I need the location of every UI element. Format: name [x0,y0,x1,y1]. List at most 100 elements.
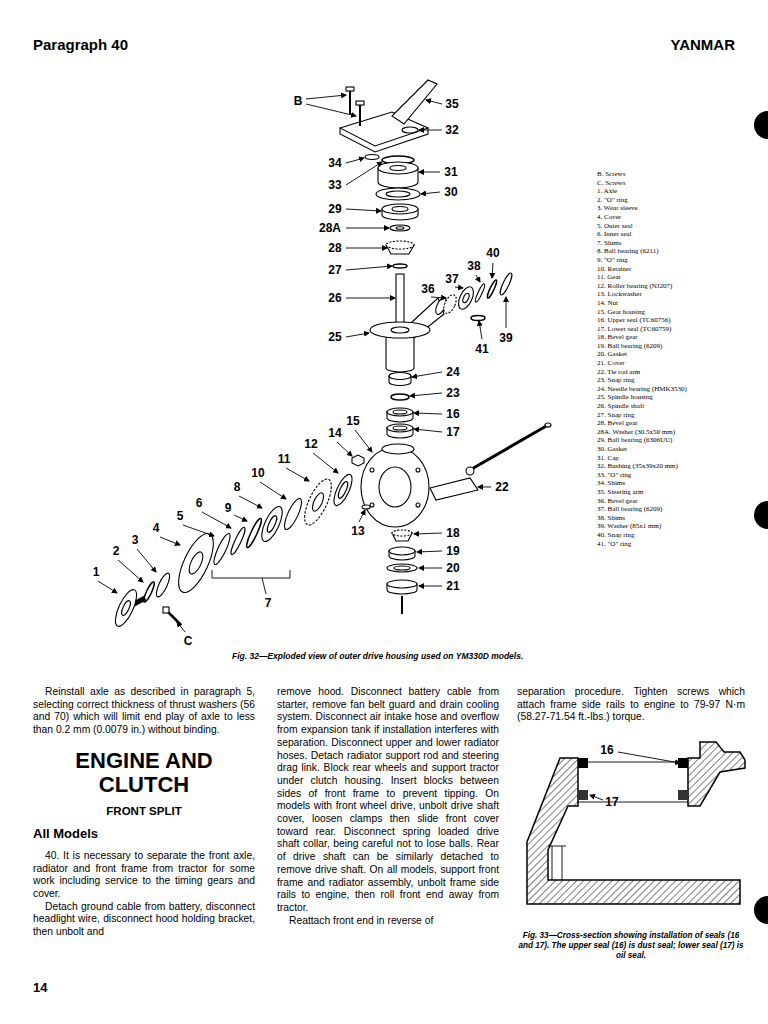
screw [356,101,364,105]
leader-line [506,297,507,328]
cross-section [688,742,745,806]
leader-line [431,297,446,298]
leader-line [355,430,372,452]
subheading: FRONT SPLIT [33,804,255,818]
parts-list-item: 14. Nut [597,299,707,308]
bevel-gear-stack [471,316,485,321]
callout-number: 16 [446,408,459,420]
gear-housing [361,447,429,527]
leader-line [313,453,338,473]
callout-number: 30 [444,186,457,198]
leader-line [359,510,365,522]
parts-list-item: 35. Steering arm [597,488,707,497]
parts-list-item: 3. Wear sleeve [597,204,707,213]
parts-list-item: 24. Needle bearing (HMK3530) [597,385,707,394]
gear-housing [416,468,420,472]
leader-line [177,622,185,632]
leader-line [419,568,442,569]
section-title: ENGINE AND CLUTCH [69,749,219,797]
callout-number: 4 [153,522,160,534]
leader-line [417,551,442,552]
lower-cover-stack [387,580,417,588]
leader-line [479,321,482,339]
callout-number: 29 [328,203,341,215]
callout-number: 17 [605,796,618,808]
leader-line [346,228,389,229]
spindle-cap-stack [365,155,379,160]
leader-line [419,130,442,131]
body-paragraph: remove hood. Disconnect battery cable fr… [277,686,499,915]
parts-list-item: 21. Cover [597,359,707,368]
seal-stack [387,424,413,432]
callout-number: 36 [421,283,434,295]
cross-section [578,802,688,803]
callout-number: 26 [328,292,341,304]
parts-list-item: 15. Gear housing [597,308,707,317]
callout-number: 38 [467,260,480,272]
leader-line [239,496,262,508]
page-tab [754,111,768,924]
parts-list-item: 19. Ball bearing (6209) [597,342,707,351]
parts-list-item: 10. Retainer [597,265,707,274]
callout-number: 5 [177,510,184,522]
group-bracket [262,578,266,594]
leader-line [346,266,392,270]
callout-number: 2 [113,545,120,557]
leader-line [137,549,156,572]
lower-cover-stack [401,596,403,614]
seal-stack [389,373,411,380]
parts-list-item: 16. Upper seal (TC60756) [597,316,707,325]
spindle-cap-stack [396,227,404,230]
leader-line [618,752,680,763]
parts-list-item: 13. Lockwasher [597,290,707,299]
callout-number: 22 [495,481,508,493]
parts-list-item: 40. Snap ring [597,531,707,540]
tie-rod-arm [430,423,551,500]
axle-stack [265,515,278,534]
callout-number: 20 [446,562,459,574]
callout-number: 16 [600,744,613,756]
parts-list-item: 23. Snap ring [597,376,707,385]
parts-list-item: 6. Inner seal [597,230,707,239]
tie-rod-arm [430,478,478,500]
spindle-cap-stack [396,274,404,324]
callout-number: 28 [328,242,341,254]
steering-arm [340,112,428,146]
cross-section [578,790,588,800]
leader-line [492,263,493,278]
leader-line [421,192,440,194]
gear-housing [382,444,414,454]
axle-stack [154,572,172,599]
group-bracket [212,570,290,578]
leader-line [412,372,442,377]
parts-list-item: 33. "O" ring [597,471,707,480]
parts-list: B. ScrewsC. Screws1. Axle2. "O" ring3. W… [597,170,707,548]
text-column: separation procedure. Tighten screws whi… [517,686,745,724]
axle-stack [330,472,355,508]
text-column: remove hood. Disconnect battery cable fr… [277,686,499,927]
lower-cover-stack [394,566,410,570]
leader-line [160,537,180,545]
cross-section [678,758,688,768]
leader-line [414,533,442,534]
spindle-cap-stack [365,155,420,325]
callout-number: 8 [234,481,241,493]
callout-number: 3 [132,534,139,546]
axle-stack [186,550,205,576]
parts-list-item: 30. Gasket [597,445,707,454]
parts-list-item: 29. Ball bearing (6306UU) [597,436,707,445]
leader-line [455,287,463,288]
text-column: Reinstall axle as described in paragraph… [33,686,255,939]
parts-list-item: 28. Bevel gear [597,419,707,428]
parts-list-item: 27. Snap ring [597,411,707,420]
callout-number: 35 [445,98,458,110]
callout-number: C [184,635,193,647]
callout-number: 17 [446,426,459,438]
spindle-cap-stack [382,204,418,214]
cross-section [548,846,566,880]
callout-number: 10 [251,467,264,479]
axle-stack [281,496,304,531]
callout-number: 24 [446,366,459,378]
leader-line [183,525,214,536]
